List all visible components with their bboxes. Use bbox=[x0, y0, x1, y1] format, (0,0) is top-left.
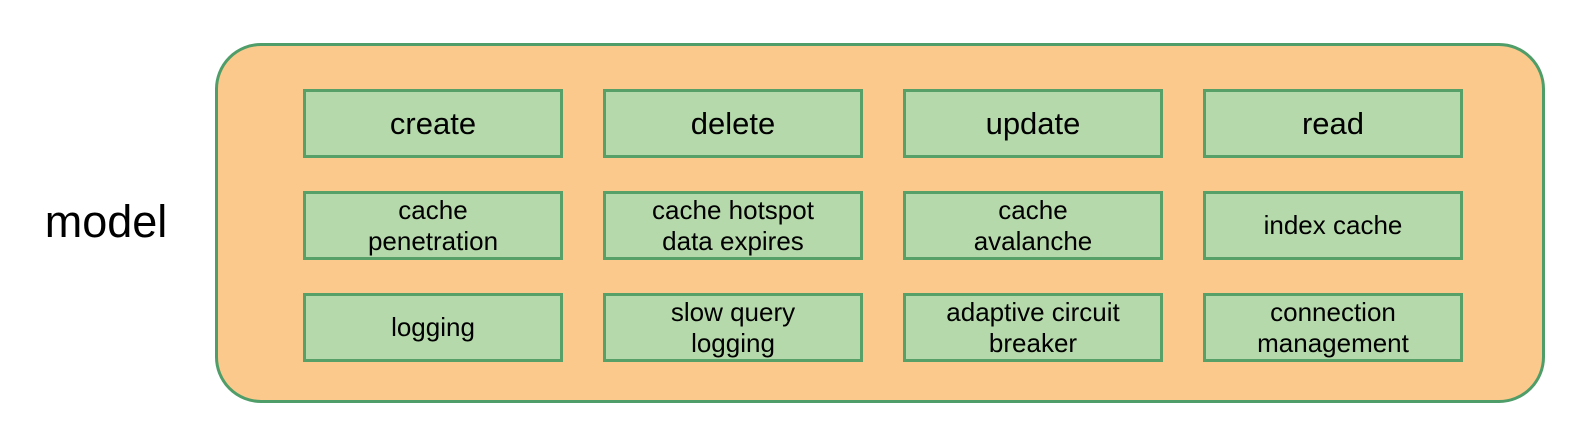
node-slow-query-logging: slow query logging bbox=[603, 293, 863, 362]
node-connection-management: connection management bbox=[1203, 293, 1463, 362]
node-index-cache: index cache bbox=[1203, 191, 1463, 260]
node-logging: logging bbox=[303, 293, 563, 362]
node-cache-avalanche: cache avalanche bbox=[903, 191, 1163, 260]
node-update: update bbox=[903, 89, 1163, 158]
model-container: create delete update read cache penetrat… bbox=[215, 43, 1545, 403]
node-cache-hotspot-data-expires: cache hotspot data expires bbox=[603, 191, 863, 260]
node-delete: delete bbox=[603, 89, 863, 158]
model-label: model bbox=[44, 196, 168, 247]
node-create: create bbox=[303, 89, 563, 158]
node-adaptive-circuit-breaker: adaptive circuit breaker bbox=[903, 293, 1163, 362]
node-read: read bbox=[1203, 89, 1463, 158]
node-cache-penetration: cache penetration bbox=[303, 191, 563, 260]
node-grid: create delete update read cache penetrat… bbox=[221, 49, 1545, 403]
